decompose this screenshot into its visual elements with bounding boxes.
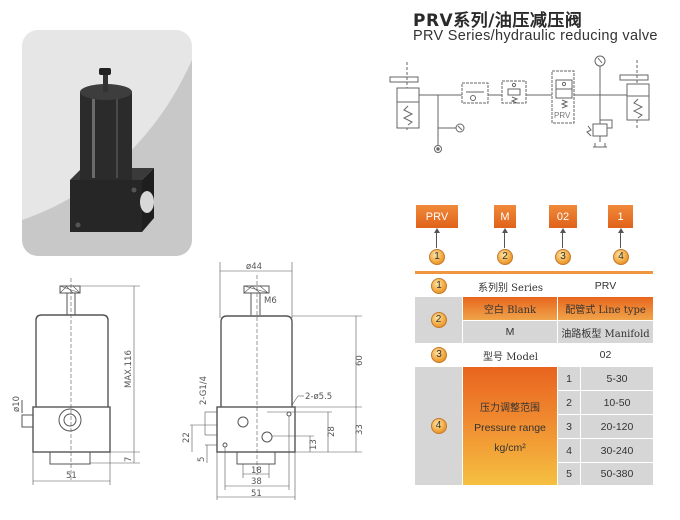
code-box-pressure: 1 <box>608 205 633 228</box>
range-code: 1 <box>558 367 580 390</box>
dim-5: 5 <box>197 457 207 462</box>
dim-max-height: MAX.116 <box>124 350 134 388</box>
dim-diameter: ø44 <box>246 262 262 272</box>
arrow-line <box>620 230 621 248</box>
row2-opt1-desc: 配管式 Line type <box>558 297 653 320</box>
dim-28: 28 <box>327 426 337 437</box>
dim-38: 38 <box>251 477 262 487</box>
pressure-label-cn: 压力调整范围 <box>480 402 540 414</box>
circuit-prv-label: PRV <box>554 111 571 120</box>
num-badge-3: 3 <box>555 249 571 265</box>
range-value: 10-50 <box>581 391 653 414</box>
code-box-model: 02 <box>549 205 577 228</box>
num-badge-1: 1 <box>429 249 445 265</box>
arrow-line <box>504 230 505 248</box>
code-box-series: PRV <box>416 205 458 228</box>
divider <box>415 271 653 274</box>
dim-holes: 2-ø5.5 <box>305 392 332 402</box>
page-title-en: PRV Series/hydraulic reducing valve <box>413 28 658 44</box>
row1-num-cell: 1 <box>415 275 463 297</box>
dim-bottom: 7 <box>124 457 134 462</box>
row1-label: 系列别 Series <box>478 282 543 294</box>
row3-badge: 3 <box>431 347 447 363</box>
num-badge-2: 2 <box>497 249 513 265</box>
arrow-icon <box>560 228 566 233</box>
dim-block-height: 33 <box>355 424 365 435</box>
range-code: 2 <box>558 391 580 414</box>
product-photo <box>22 30 192 256</box>
range-code: 4 <box>558 439 580 462</box>
dim-width: 51 <box>66 471 77 481</box>
range-value: 30-240 <box>581 439 653 462</box>
dim-body-height: 60 <box>355 355 365 366</box>
range-value: 20-120 <box>581 415 653 438</box>
pressure-label-cell: 压力调整范围 Pressure range kg/cm² <box>463 367 557 485</box>
row3-value: 02 <box>599 349 612 361</box>
row2-opt1-code: 空白 Blank <box>463 297 557 320</box>
row3-num-cell: 3 <box>415 344 463 366</box>
range-value: 50-380 <box>581 463 653 485</box>
range-code: 3 <box>558 415 580 438</box>
row2-badge: 2 <box>430 312 447 328</box>
row4-num-cell: 4 <box>415 367 462 485</box>
hydraulic-circuit-diagram: PRV <box>389 55 650 153</box>
num-badge-4: 4 <box>613 249 629 265</box>
dim-ports: 2-G1/4 <box>199 376 209 405</box>
row1-value: PRV <box>594 280 617 292</box>
pressure-label-en: Pressure range <box>474 421 546 434</box>
dim-thread: M6 <box>264 296 277 306</box>
front-view-drawing: ø44 M6 60 2-G1/4 2-ø5.5 33 28 13 22 5 18… <box>182 262 365 500</box>
row2-opt2-desc: 油路板型 Manifold <box>558 321 653 343</box>
arrow-line <box>436 230 437 248</box>
code-box-type: M <box>494 205 516 228</box>
dim-18: 18 <box>251 466 262 476</box>
dim-13: 13 <box>309 439 319 450</box>
row2-opt2-code: M <box>463 321 557 343</box>
range-value: 5-30 <box>581 367 653 390</box>
page-title-cn: PRV系列/油压减压阀 <box>413 11 583 31</box>
arrow-icon <box>502 228 508 233</box>
dim-port: ø10 <box>12 396 22 412</box>
row3-label: 型号 Model <box>483 351 538 363</box>
dim-22: 22 <box>182 432 192 443</box>
pressure-unit: kg/cm² <box>494 441 526 454</box>
row1-badge: 1 <box>431 278 447 294</box>
row4-badge: 4 <box>430 418 447 434</box>
arrow-line <box>562 230 563 248</box>
dim-width: 51 <box>251 489 262 499</box>
arrow-icon <box>434 228 440 233</box>
range-code: 5 <box>558 463 580 485</box>
row2-num-cell: 2 <box>415 297 462 343</box>
arrow-icon <box>618 228 624 233</box>
side-view-drawing: MAX.116 7 51 ø10 <box>12 278 140 485</box>
